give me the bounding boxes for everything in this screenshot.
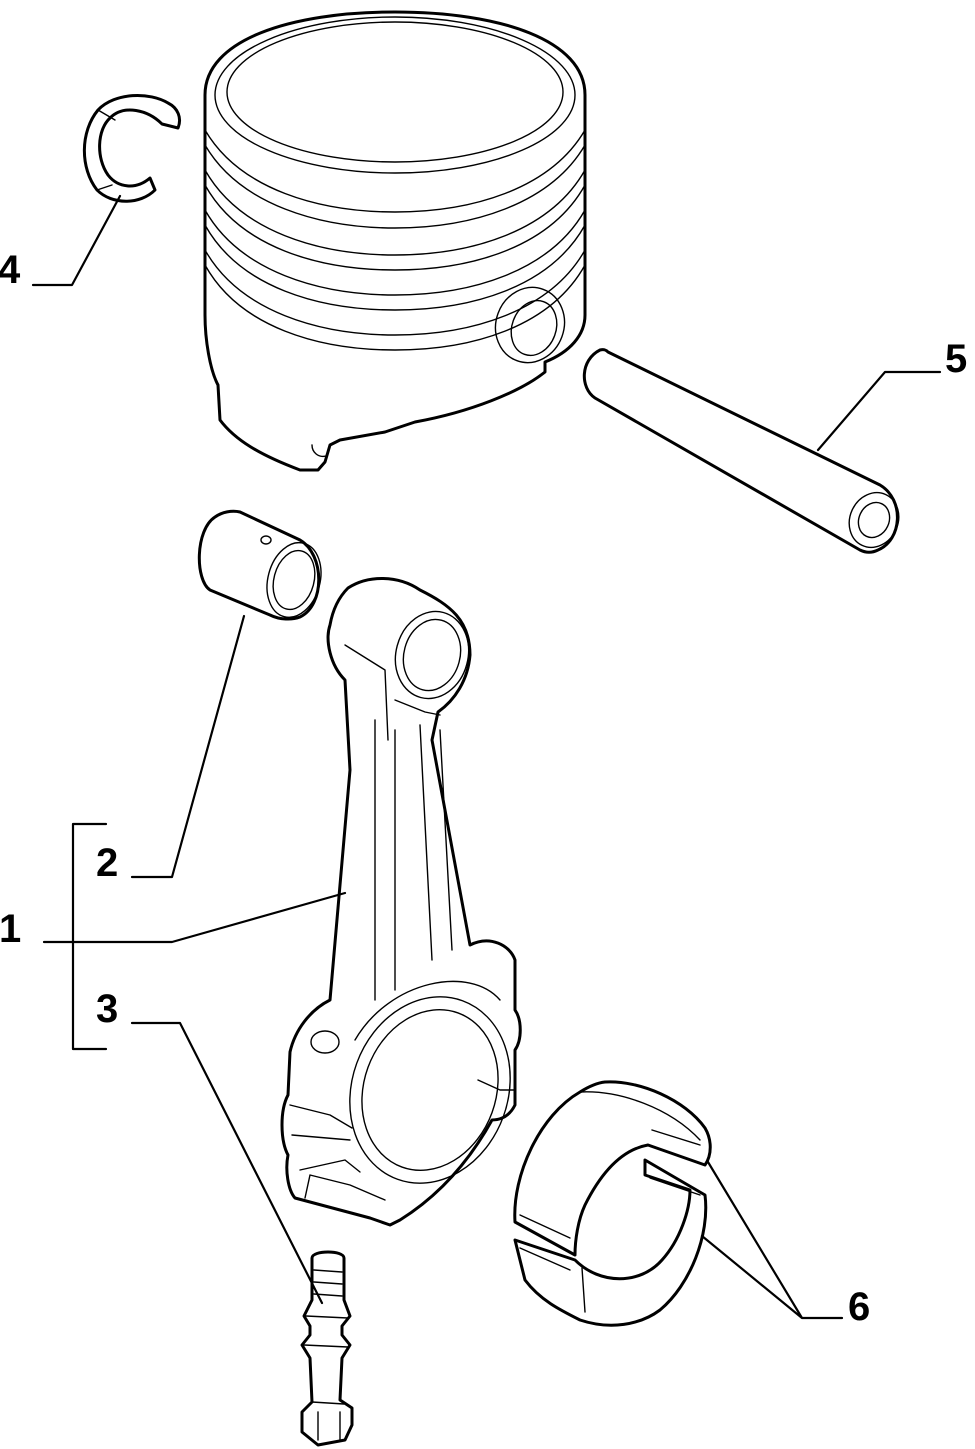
callout-6: 6 [848,1285,870,1329]
group-bracket [71,822,108,1051]
callout-3: 3 [96,987,118,1031]
leader-conrod [42,891,347,944]
bearing-shell-lower [513,1158,708,1327]
leader-shells [700,1160,844,1320]
piston-pin [582,348,900,554]
leader-piston-pin [816,370,942,452]
circlip [82,93,182,203]
small-end-bushing [197,509,322,621]
leader-circlip [31,194,122,287]
piston [203,10,587,472]
leader-bushing [130,614,246,879]
leader-lines [31,194,942,1320]
callout-5: 5 [945,337,967,381]
callout-4: 4 [0,248,21,292]
rod-bolt [300,1250,354,1447]
bearing-shell-upper [513,1080,712,1257]
leader-bolt [130,1021,324,1305]
callout-2: 2 [96,841,118,885]
connecting-rod [280,577,522,1227]
callout-1: 1 [0,907,21,951]
callout-labels: 4 5 2 1 3 6 [0,248,967,1329]
